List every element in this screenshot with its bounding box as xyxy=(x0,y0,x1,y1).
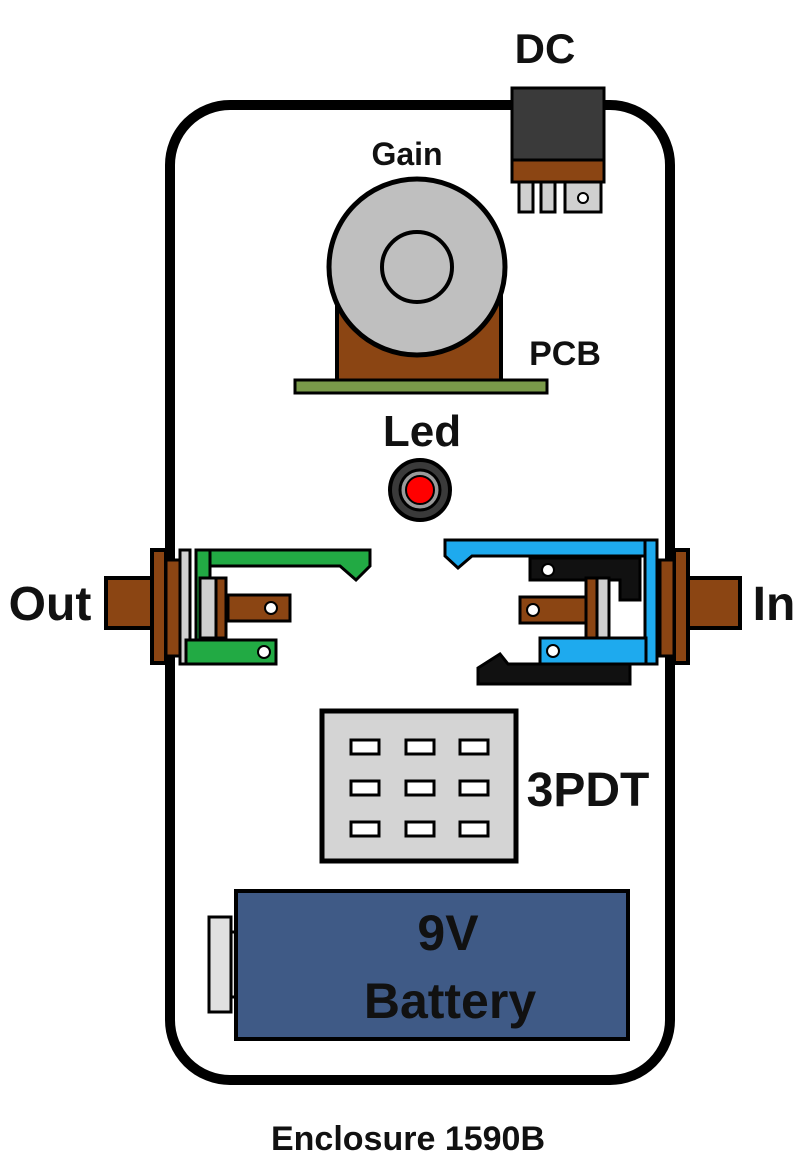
switch-label: 3PDT xyxy=(527,764,650,817)
battery-label-name: Battery xyxy=(364,973,536,1029)
battery-9v xyxy=(207,889,630,1041)
output-jack xyxy=(104,548,372,666)
out-label: Out xyxy=(9,578,92,631)
pcb-label: PCB xyxy=(529,335,601,373)
in-label: In xyxy=(753,578,796,631)
input-jack xyxy=(443,538,742,686)
footswitch-3pdt xyxy=(319,708,519,864)
enclosure-caption: Enclosure 1590B xyxy=(271,1120,545,1158)
led-label: Led xyxy=(383,407,461,456)
gain-label: Gain xyxy=(371,136,442,172)
gain-potentiometer xyxy=(326,176,508,387)
led-indicator xyxy=(388,458,452,522)
pcb-board xyxy=(293,378,549,395)
dc-jack xyxy=(510,86,606,214)
battery-label-voltage: 9V xyxy=(417,905,479,961)
dc-label: DC xyxy=(515,25,576,72)
